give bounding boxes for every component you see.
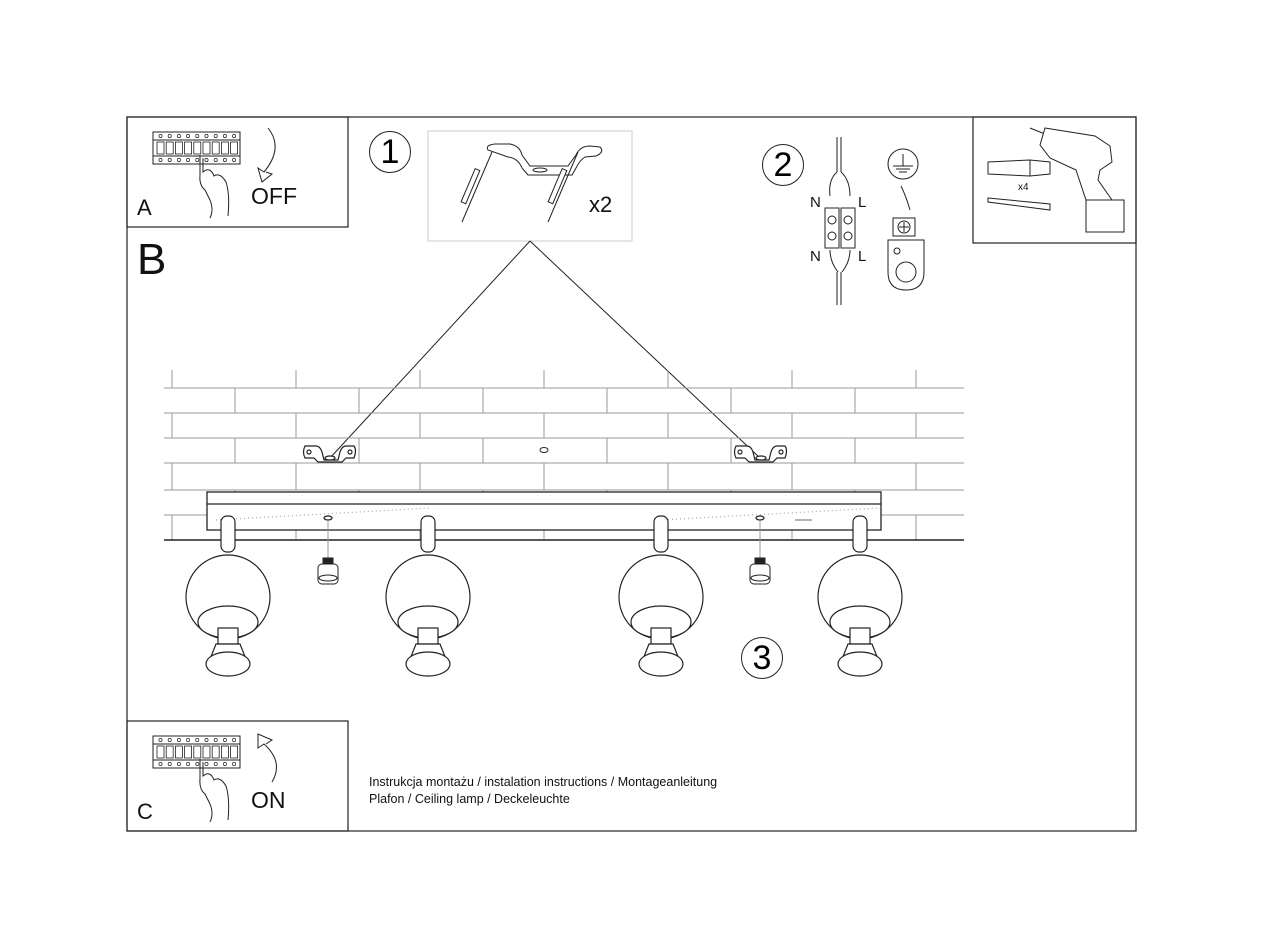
breaker-switch <box>230 141 239 155</box>
breaker-terminal <box>176 762 181 766</box>
screw-icon <box>987 197 1051 211</box>
leader-line-right <box>529 240 761 459</box>
wall-bracket-left <box>302 445 357 463</box>
ceiling-cable-hole <box>539 447 549 453</box>
breaker-terminal <box>158 158 163 162</box>
breaker-switch <box>202 745 211 759</box>
drill-icon <box>1029 127 1125 233</box>
breaker-terminal <box>186 158 191 162</box>
breaker-terminal <box>232 738 237 742</box>
breaker-terminal <box>213 738 218 742</box>
breaker-terminal <box>176 134 181 138</box>
spotlight-1 <box>185 515 271 677</box>
spotlight-2 <box>385 515 471 677</box>
breaker-terminal <box>167 158 172 162</box>
breaker-terminal <box>167 762 172 766</box>
breaker-switch <box>220 141 229 155</box>
breaker-switch <box>174 745 183 759</box>
leader-line-left <box>329 240 531 459</box>
breaker-terminal <box>195 134 200 138</box>
breaker-switch <box>202 141 211 155</box>
panel-a-box <box>126 116 349 228</box>
breaker-terminal <box>222 762 227 766</box>
panel-c-box <box>126 720 349 832</box>
wall-plug-icon <box>987 159 1051 177</box>
breaker-terminal <box>186 762 191 766</box>
wall-bracket-right <box>733 445 788 463</box>
breaker-terminal <box>195 158 200 162</box>
footer-line-2: Plafon / Ceiling lamp / Deckeleuchte <box>369 792 570 806</box>
breaker-terminal <box>204 158 209 162</box>
wire-label-neutral-bottom: N <box>810 248 821 265</box>
breaker-terminal <box>222 158 227 162</box>
breaker-terminal <box>176 738 181 742</box>
footer-line-1: Instrukcja montażu / instalation instruc… <box>369 775 718 789</box>
circuit-breaker-off-icon <box>152 127 276 219</box>
breaker-switch <box>211 141 220 155</box>
breaker-terminal <box>232 134 237 138</box>
wire-label-live-bottom: L <box>858 248 867 265</box>
spotlight-3 <box>618 515 704 677</box>
wire-label-neutral-top: N <box>810 194 821 211</box>
breaker-terminal <box>195 738 200 742</box>
breaker-switch <box>165 745 174 759</box>
panel-c-action: ON <box>251 787 286 813</box>
breaker-switch <box>184 745 193 759</box>
panel-a-action: OFF <box>251 183 297 209</box>
step-1-quantity: x2 <box>589 192 613 217</box>
spotlight-4 <box>817 515 903 677</box>
breaker-terminal <box>186 134 191 138</box>
breaker-terminal <box>213 158 218 162</box>
lamp-base-plate <box>206 491 882 531</box>
breaker-terminal <box>167 738 172 742</box>
breaker-terminal <box>158 762 163 766</box>
breaker-terminal <box>158 134 163 138</box>
breaker-terminal <box>213 762 218 766</box>
breaker-terminal <box>204 738 209 742</box>
terminal-block-icon <box>824 137 856 305</box>
breaker-terminal <box>167 134 172 138</box>
breaker-terminal <box>222 738 227 742</box>
breaker-switch <box>193 745 202 759</box>
step-1-number: 1 <box>369 131 411 173</box>
step-3-number: 3 <box>741 637 783 679</box>
wire-label-live-top: L <box>858 194 867 211</box>
breaker-switch <box>184 141 193 155</box>
breaker-terminal <box>158 738 163 742</box>
panel-c-letter: C <box>137 799 153 824</box>
bracket-with-fixings-icon <box>460 143 603 223</box>
breaker-terminal <box>204 762 209 766</box>
breaker-terminal <box>232 762 237 766</box>
cap-screw-left <box>317 520 339 585</box>
breaker-terminal <box>213 134 218 138</box>
breaker-switch <box>211 745 220 759</box>
breaker-switch <box>220 745 229 759</box>
breaker-switch <box>165 141 174 155</box>
outer-frame <box>126 116 1137 832</box>
breaker-terminal <box>222 134 227 138</box>
breaker-terminal <box>176 158 181 162</box>
step-2-number: 2 <box>762 144 804 186</box>
cap-screw-right <box>749 520 771 585</box>
breaker-switch <box>156 141 165 155</box>
breaker-terminal <box>232 158 237 162</box>
breaker-switch <box>174 141 183 155</box>
breaker-switch <box>156 745 165 759</box>
step1-parts-box <box>427 130 633 242</box>
fixings-quantity: x4 <box>1018 182 1029 193</box>
breaker-switch <box>230 745 239 759</box>
footer-caption: Instrukcja montażu / instalation instruc… <box>369 774 717 808</box>
panel-b-letter: B <box>137 235 167 284</box>
earth-terminal-icon <box>887 148 925 291</box>
breaker-switch <box>193 141 202 155</box>
panel-a-letter: A <box>137 195 152 220</box>
breaker-terminal <box>204 134 209 138</box>
circuit-breaker-on-icon <box>152 733 277 823</box>
breaker-terminal <box>186 738 191 742</box>
tools-box <box>972 116 1137 244</box>
breaker-terminal <box>195 762 200 766</box>
